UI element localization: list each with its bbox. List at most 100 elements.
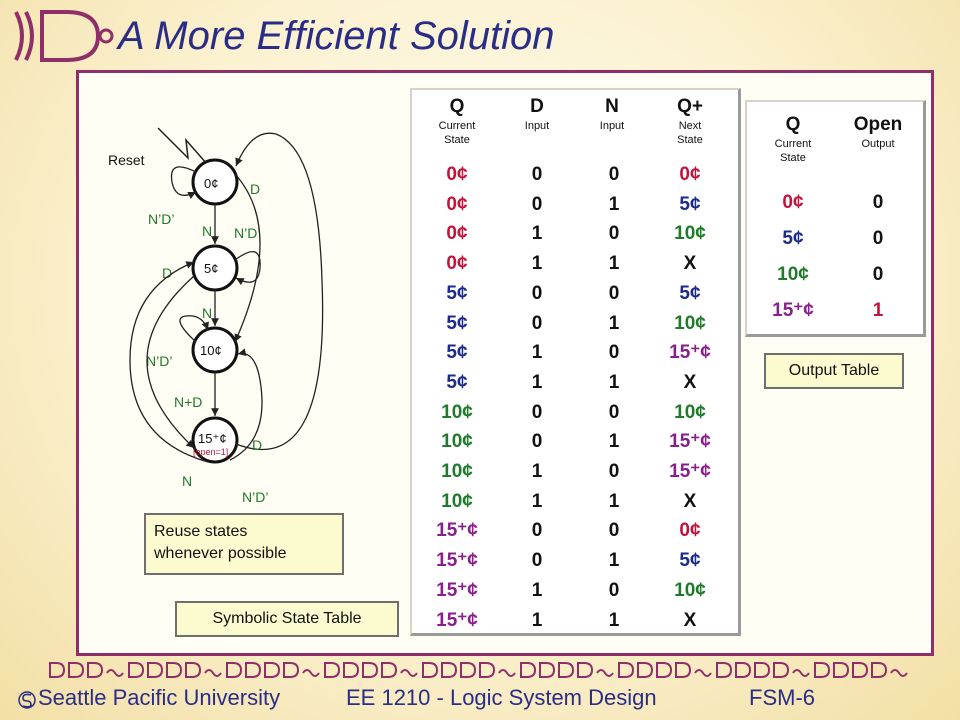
state-table-cell: 0¢ [679,520,701,542]
state-table-cell: 15⁺¢ [669,342,711,364]
state-table-cell: 0 [608,520,620,542]
output-table-cell: 0 [872,264,884,285]
edge-label-self-5: N’D’ [234,225,260,241]
state-table-cell: 0 [531,550,543,572]
state-table-cell: 5¢ [446,371,468,393]
reuse-note-line1: Reuse states [154,523,248,540]
state-table-sheet: Q Current State D Input N Input Q+ Next … [410,88,741,636]
edge-label-self-0: N’D’ [148,211,174,227]
state-table-cell: 10¢ [441,461,473,482]
footer-slide: FSM-6 [749,685,815,710]
state-table-cell: 1 [531,223,543,245]
edge-label-10-nd: N+D [174,394,202,410]
state-table-cell: 1 [531,609,543,631]
edge-label-0-d: D [250,181,260,197]
state-table-cell: 15⁺¢ [669,431,711,453]
state-table-cell: 1 [608,371,620,393]
state-table-cell: 0¢ [446,164,468,185]
edge-0-to-10 [234,173,261,343]
spu-logo-icon [18,691,36,709]
state-table-cell: 15⁺¢ [436,609,478,631]
state-table-cell: 1 [608,490,620,512]
reset-arrow [157,127,215,173]
state-table-cell: 0¢ [446,253,468,275]
state-table-header-d: D Input [524,96,550,132]
state-table-cell: 0 [531,520,543,542]
edge-label-0-n: N [202,223,212,239]
self-loop-5 [234,251,261,286]
output-table-cell: 1 [872,300,884,321]
state-table-cell: 0 [608,579,620,601]
state-table-cell: 1 [608,431,620,453]
page-title: A More Efficient Solution [118,14,555,58]
state-table-cell: 10¢ [674,223,706,245]
state-table-cell: 0 [531,164,543,185]
state-table-cell: 15⁺¢ [436,550,478,572]
state-table-cell: 5¢ [679,550,701,572]
state-table-cell: 1 [531,490,543,512]
edge-15-to-0 [235,132,324,451]
edge-15-to-5 [129,261,209,463]
edge-label-self-10: N’D’ [146,353,172,369]
self-loop-0 [170,166,197,199]
state-table-cell: 5¢ [446,282,468,304]
state-table-cell: 1 [608,312,620,334]
state-table-caption: Symbolic State Table [175,601,399,637]
state-table-header-n: N Input [599,96,625,132]
edge-15-to-10 [229,348,263,461]
output-table-header-open: Open Output [853,114,903,150]
state-table-cell: 0 [608,282,620,304]
state-table-cell: 1 [608,609,620,631]
state-table-cell: 10¢ [674,579,706,601]
self-loop-10 [179,315,209,343]
edge-label-15-n: N [182,473,192,489]
state-table-cell: 10¢ [674,312,706,334]
output-table-cell: 10¢ [777,264,809,285]
state-table-cell: X [683,490,697,512]
open-output-note: [open=1] [193,447,228,457]
reset-label: Reset [108,152,145,168]
edge-label-15-d: D [252,437,262,453]
state-10-label: 10¢ [200,343,222,358]
state-table-cell: 15⁺¢ [436,579,478,601]
state-table-cell: 5¢ [679,193,701,215]
state-5-label: 5¢ [204,261,218,276]
output-table-cell: 5¢ [782,228,804,249]
output-table-caption: Output Table [764,353,904,389]
edge-5-to-15 [146,275,195,449]
output-table-cell: 15⁺¢ [772,300,814,321]
state-table-cell: 1 [608,253,620,275]
state-15-label: 15⁺¢ [198,431,227,446]
state-table-cell: 0 [608,461,620,482]
edge-label-5-d: D [162,265,172,281]
state-table-cell: X [683,609,697,631]
state-table-cell: 15⁺¢ [436,520,478,542]
state-table-cell: 10¢ [441,490,473,512]
state-table-cell: 5¢ [679,282,701,304]
edge-label-5-n: N [202,305,212,321]
state-diagram: Reset 0¢ 5¢ 10¢ 15⁺¢ [open=1] N’D’ N’D’ … [108,127,324,505]
footer-course: EE 1210 - Logic System Design [346,685,657,710]
state-table-cell: 1 [608,550,620,572]
state-table-cell: 0 [531,431,543,453]
state-table-cell: 0 [608,164,620,185]
state-table-cell: 0 [531,193,543,215]
state-table-header-q: Q Current State [438,96,476,147]
gate-logo-icon [14,10,114,62]
state-table-cell: X [683,371,697,393]
state-table-cell: 0 [531,282,543,304]
output-table-cell: 0 [872,228,884,249]
state-table-cell: 0¢ [446,193,468,215]
output-table-cell: 0 [872,192,884,213]
reuse-note-line2: whenever possible [154,545,287,562]
footer-school: Seattle Pacific University [38,685,281,710]
output-table-header-q: Q Current State [774,114,812,165]
state-table-cell: 0¢ [679,164,701,185]
reuse-note: Reuse states whenever possible [144,513,344,575]
state-0-label: 0¢ [204,176,218,191]
state-table-cell: X [683,253,697,275]
state-table-cell: 1 [531,461,543,482]
state-table-cell: 5¢ [446,312,468,334]
state-table-cell: 1 [531,253,543,275]
